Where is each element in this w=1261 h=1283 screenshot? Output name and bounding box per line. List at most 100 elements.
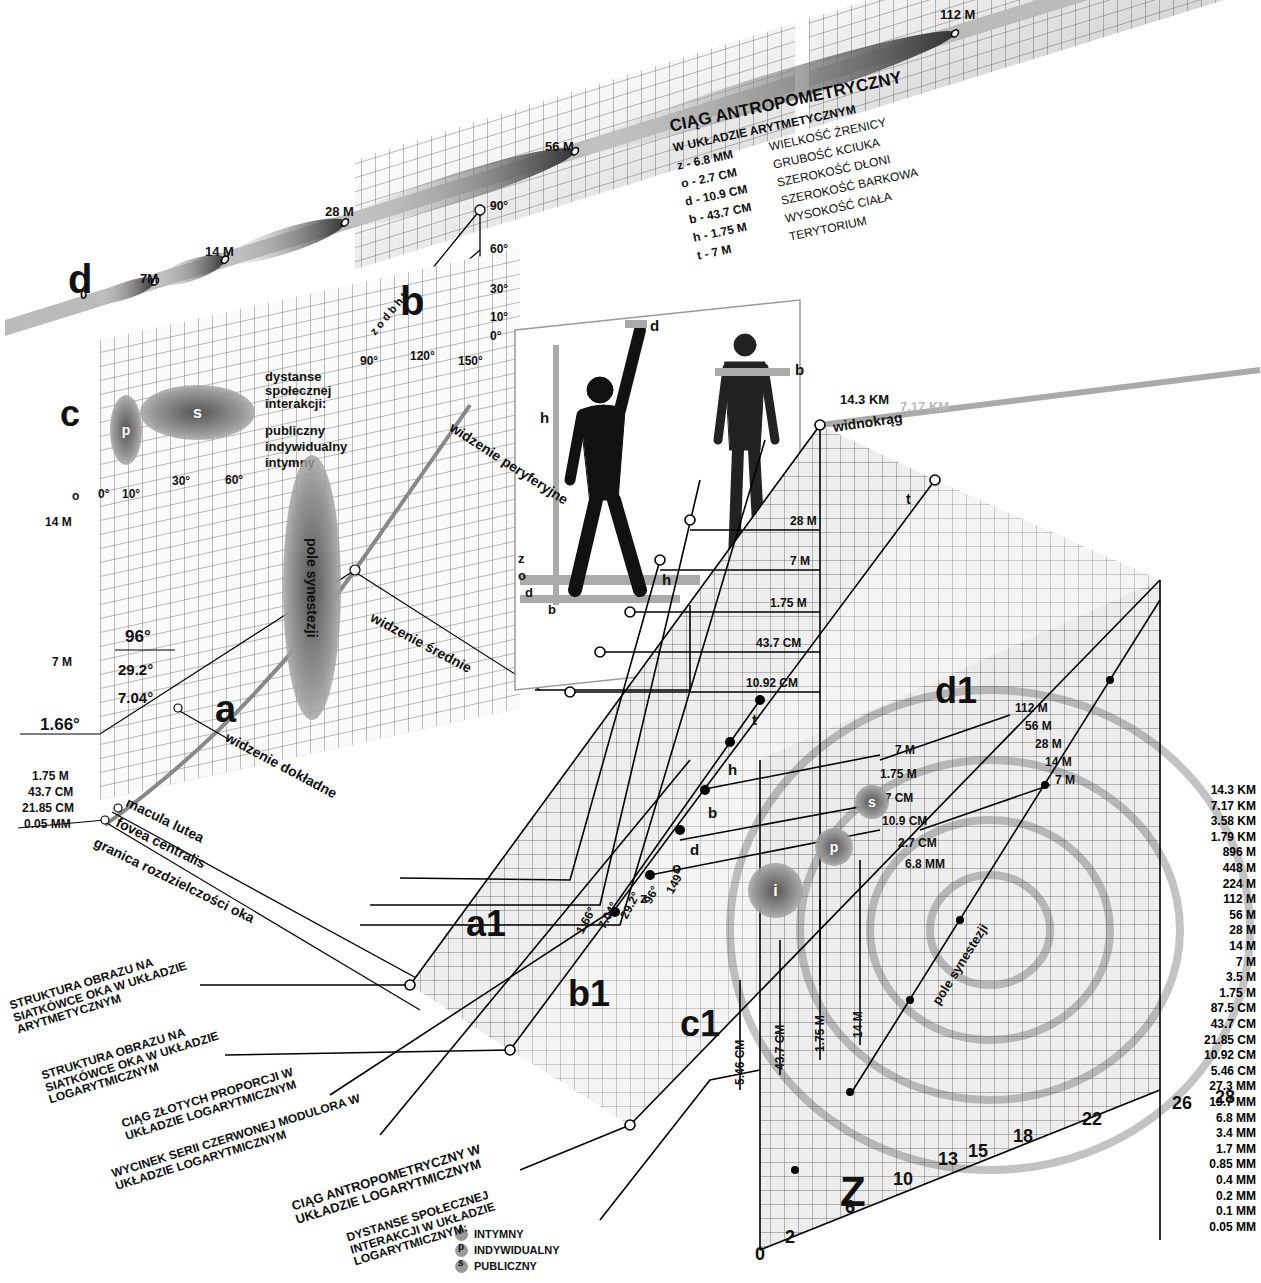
- dimension-label: 5.46 CM: [1176, 1065, 1256, 1078]
- dimension-label: 7 M: [1055, 774, 1075, 787]
- dimension-label: 0.05 MM: [1176, 1221, 1256, 1234]
- dimension-label: 3.4 MM: [1176, 1127, 1256, 1140]
- dimension-label: 28 M: [1176, 924, 1256, 937]
- dimension-label: 87.5 CM: [1176, 1002, 1256, 1015]
- dimension-label: 7.04°: [118, 690, 153, 706]
- dimension-label: 0°: [490, 330, 501, 343]
- panel-letter: d1: [935, 672, 977, 710]
- dimension-label: 30°: [172, 475, 190, 488]
- dimension-label: 43.7 CM: [28, 786, 73, 799]
- dimension-label: 10.9 CM: [882, 815, 927, 828]
- panel-letter: c1: [680, 1005, 720, 1043]
- dimension-label: o: [518, 569, 526, 583]
- panel-letter: c: [60, 395, 80, 433]
- dimension-label: z: [640, 890, 648, 906]
- dimension-label: 10°: [122, 488, 140, 501]
- dimension-label: b: [795, 362, 804, 378]
- ellipse-label: p: [122, 422, 131, 438]
- dimension-label: b: [708, 805, 717, 821]
- distance-ellipse: s: [140, 385, 255, 440]
- dimension-label: 1.7 MM: [1176, 1143, 1256, 1156]
- dimension-label: publiczny: [265, 424, 325, 438]
- dimension-label: 43.7 CM: [774, 1025, 787, 1070]
- dimension-label: dystanse społecznej interakcji:: [265, 370, 375, 411]
- dimension-label: d: [690, 842, 699, 858]
- panel-letter: a: [215, 690, 236, 730]
- dimension-label: 6.8 MM: [905, 858, 945, 871]
- dimension-label: 14 M: [45, 516, 72, 529]
- dimension-label: 21.85 CM: [1176, 1034, 1256, 1047]
- dimension-label: 14 M: [852, 1011, 865, 1038]
- dimension-label: 30°: [490, 283, 508, 296]
- dimension-label: 7.17 KM: [1176, 800, 1256, 813]
- dimension-label: 2: [785, 1228, 795, 1247]
- dimension-label: 56 M: [1025, 720, 1052, 733]
- ellipse-label: pole synestezji: [304, 538, 320, 638]
- dimension-label: 150°: [458, 355, 483, 368]
- dimension-label: 7 M: [895, 744, 915, 757]
- dimension-label: p: [458, 1242, 464, 1253]
- dimension-label: 21.85 CM: [22, 802, 74, 815]
- dimension-label: 120°: [410, 350, 435, 363]
- dimension-label: 43.7 CM: [1176, 1018, 1256, 1031]
- legend-text: PUBLICZNY: [474, 1260, 537, 1272]
- dimension-label: t - 7 M: [696, 243, 733, 263]
- dimension-label: 14 M: [1176, 940, 1256, 953]
- dimension-label: 10°: [490, 311, 508, 324]
- dimension-label: 0.1 MM: [1176, 1205, 1256, 1218]
- dimension-label: 1.75 M: [770, 597, 807, 610]
- dimension-label: 0.05 MM: [24, 818, 71, 831]
- panel-letter: a1: [466, 905, 506, 943]
- dimension-label: 29.2°: [118, 662, 153, 678]
- dimension-label: 0.4 MM: [1176, 1174, 1256, 1187]
- ellipse-label: s: [868, 794, 876, 810]
- dimension-label: 7 M: [790, 555, 810, 568]
- dimension-label: 224 M: [1176, 878, 1256, 891]
- dimension-label: 1.79 KM: [1176, 831, 1256, 844]
- ellipse-label: p: [830, 839, 839, 855]
- dimension-label: widnokrąg: [832, 410, 903, 434]
- ellipse-label: s: [193, 404, 202, 422]
- dimension-label: 56 M: [545, 140, 574, 154]
- ellipse-label: i: [773, 882, 777, 900]
- dimension-label: 3.58 KM: [1176, 815, 1256, 828]
- dimension-label: 10.92 CM: [746, 677, 798, 690]
- dimension-label: 14 M: [205, 245, 234, 259]
- dimension-label: 7M: [140, 272, 158, 286]
- distance-ellipse: s: [855, 785, 889, 819]
- dimension-label: t: [906, 492, 911, 507]
- legend-row: PUBLICZNY: [455, 1258, 560, 1274]
- dimension-label: 15: [968, 1142, 988, 1161]
- dimension-label: 14.3 KM: [840, 393, 889, 407]
- dimension-label: h: [540, 410, 549, 426]
- dimension-label: 0.85 MM: [1176, 1158, 1256, 1171]
- dimension-label: 28 M: [790, 515, 817, 528]
- dimension-label: 0°: [98, 488, 109, 501]
- dimension-label: 18: [1013, 1127, 1033, 1146]
- dimension-label: i: [459, 1226, 462, 1237]
- dimension-label: 6: [845, 1198, 855, 1217]
- dimension-label: 3.5 M: [1176, 971, 1256, 984]
- dimension-label: t: [752, 712, 757, 728]
- dimension-label: 112 M: [1176, 893, 1256, 906]
- distance-ellipse: i: [748, 863, 803, 918]
- dimension-label: 1.75 M: [32, 770, 69, 783]
- dimension-label: h: [662, 572, 671, 588]
- dimension-label: 28 M: [325, 205, 354, 219]
- dimension-label: 112 M: [1015, 702, 1048, 715]
- dimension-label: 14 M: [1045, 756, 1072, 769]
- dimension-label: o: [72, 490, 79, 503]
- dimension-label: 7.17 KM: [900, 400, 949, 414]
- dimension-label: 112 M: [940, 8, 975, 22]
- dimension-label: s: [458, 1258, 464, 1269]
- legend: INTYMNYINDYWIDUALNYPUBLICZNY: [455, 1226, 560, 1274]
- dimension-label: 60°: [225, 474, 243, 487]
- panel-letter: b1: [568, 975, 610, 1013]
- dimension-label: z: [518, 552, 525, 566]
- dimension-label: 0: [755, 1245, 765, 1264]
- dimension-label: 96°: [125, 628, 151, 646]
- dimension-label: 26: [1172, 1094, 1192, 1113]
- dimension-label: 7 M: [52, 656, 72, 669]
